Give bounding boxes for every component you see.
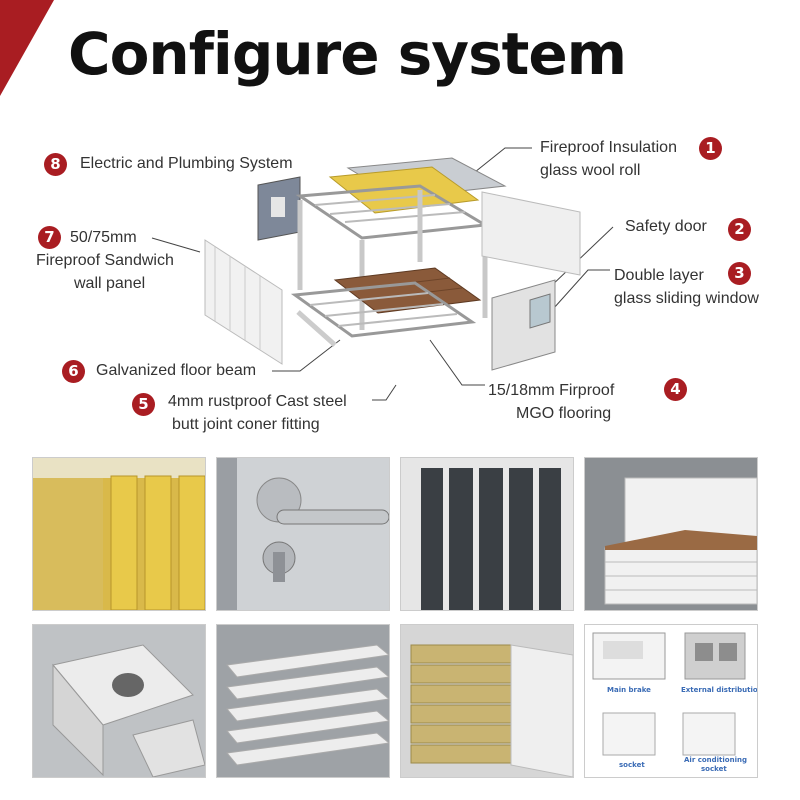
exploded-container-diagram [151,147,614,401]
label-wall-panel-size: 50/75mm [70,229,137,246]
photo-electrical: Main brake External distribution socket … [584,624,758,778]
badge-4: 4 [664,378,687,401]
photo-sliding-window [400,457,574,611]
photo-rockwool-panels [400,624,574,778]
caption-socket: socket [619,761,645,769]
label-electric-plumbing: Electric and Plumbing System [80,155,293,172]
badge-2: 2 [728,218,751,241]
label-window-2: glass sliding window [614,290,759,307]
photo-floor-beams [216,624,390,778]
badge-3: 3 [728,262,751,285]
badge-7: 7 [38,226,61,249]
caption-ac-socket-2: socket [701,765,727,773]
label-floor-beam: Galvanized floor beam [96,362,257,379]
badge-5: 5 [132,393,155,416]
label-wall-panel: wall panel [74,275,146,292]
badge-6: 6 [62,360,85,383]
photo-glass-wool [32,457,206,611]
label-corner-fitting-1: 4mm rustproof Cast steel [168,393,347,410]
photo-mgo-flooring [584,457,758,611]
page-title: Configure system [68,20,627,88]
label-safety-door: Safety door [625,218,707,235]
badge-1: 1 [699,137,722,160]
label-flooring-2: MGO flooring [516,405,612,422]
label-flooring-1: 15/18mm Firproof [488,382,615,399]
label-wall-panel-type: Fireproof Sandwich [36,252,174,269]
caption-external-distribution: External distribution [681,686,757,694]
badge-8: 8 [44,153,67,176]
caption-main-brake: Main brake [607,686,651,694]
corner-accent [0,0,54,96]
label-corner-fitting-2: butt joint coner fitting [172,416,320,433]
label-insulation-1: Fireproof Insulation [540,139,677,156]
photo-door-handle [216,457,390,611]
label-insulation-2: glass wool roll [540,162,641,179]
photo-corner-fittings [32,624,206,778]
caption-ac-socket-1: Air conditioning [684,756,747,764]
label-window-1: Double layer [614,267,704,284]
